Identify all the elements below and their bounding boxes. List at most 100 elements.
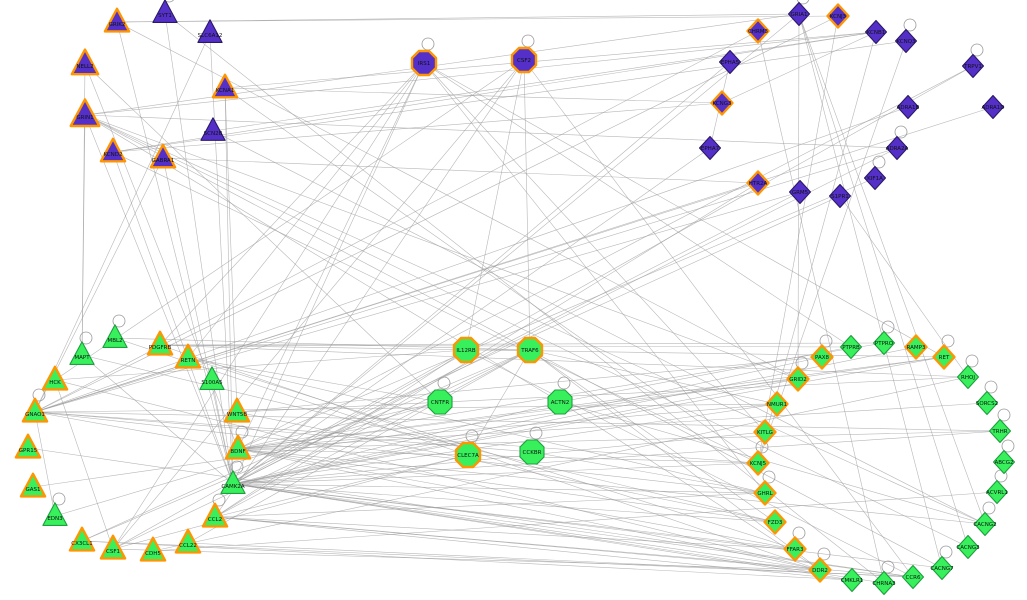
node-PTPRB[interactable] (839, 334, 863, 360)
node-WNT5B[interactable] (223, 397, 251, 423)
node-EDN3[interactable] (42, 502, 68, 526)
node-CACNG3[interactable] (956, 534, 980, 560)
node-TRPV1[interactable] (961, 53, 985, 79)
node-CACNG2[interactable] (973, 511, 997, 537)
edge-CAMK2A-KITLG (232, 431, 766, 485)
node-ADRA1B[interactable] (896, 94, 920, 120)
node-HCK[interactable] (41, 365, 69, 391)
self-loop-TRHR (997, 408, 1011, 422)
edge-SYT1-CAMK2A (164, 12, 234, 485)
node-MBL2[interactable] (102, 324, 128, 348)
edge-SCN2B-KCNB1 (212, 31, 877, 132)
node-GHRL[interactable] (753, 480, 777, 506)
node-GRM5[interactable] (788, 179, 812, 205)
node-ACTN2[interactable] (547, 389, 573, 415)
node-FZD3[interactable] (763, 509, 787, 535)
edge-CAMK2A-CCR6 (232, 483, 914, 578)
node-BDNF[interactable] (224, 434, 252, 460)
node-KITLG[interactable] (753, 419, 777, 445)
node-GABRA1[interactable] (149, 143, 177, 169)
edge-CAMK2A-DDR2 (232, 483, 821, 571)
edge-BDNF-KCNJ5 (237, 448, 759, 464)
self-loop-RHOJ (965, 354, 979, 368)
node-GRIN1[interactable] (69, 98, 101, 128)
node-GAS1[interactable] (19, 472, 47, 498)
node-RAMP3[interactable] (904, 334, 928, 360)
node-label-RHOJ: RHOJ (961, 375, 975, 381)
node-GRIK2[interactable] (103, 7, 131, 33)
node-CSF1[interactable] (99, 534, 127, 560)
self-loop-ABCG2 (1001, 439, 1015, 453)
self-loop-PAX8 (819, 334, 833, 348)
node-KIF1A[interactable] (863, 165, 887, 191)
node-label-NMUR1: NMUR1 (767, 402, 787, 408)
node-IL12RB[interactable] (452, 336, 480, 364)
self-loop-SYT1 (164, 0, 174, 3)
edge-HTR2A-CCL2 (214, 182, 759, 518)
node-PDGFRB[interactable] (146, 330, 174, 356)
node-KCND2[interactable] (99, 137, 127, 163)
node-FFAR3[interactable] (783, 536, 807, 562)
node-KCNA1[interactable] (211, 73, 239, 99)
edge-BDNF-SORCS2 (237, 402, 988, 450)
node-label-GRIN1: GRIN1 (76, 115, 93, 121)
node-CMKLR1[interactable] (840, 567, 864, 593)
node-label-SYT1: SYT1 (158, 13, 172, 19)
node-CCKBR[interactable] (519, 439, 545, 465)
node-RHOJ[interactable] (956, 364, 980, 390)
node-ABCG2[interactable] (992, 449, 1016, 475)
node-PAX8[interactable] (810, 344, 834, 370)
node-RET[interactable] (932, 344, 956, 370)
node-S1PR1[interactable] (828, 183, 852, 209)
node-CACNG7[interactable] (930, 555, 954, 581)
node-ACVRL1[interactable] (985, 479, 1009, 505)
node-GNAO1[interactable] (21, 397, 49, 423)
node-CCR6[interactable] (901, 564, 925, 590)
node-label-TRHR: TRHR (991, 429, 1007, 435)
edge-SCN2B-CACNG2 (212, 130, 986, 525)
edge-GNAO1-GHRL (34, 411, 766, 494)
node-label-EPHA7: EPHA7 (701, 146, 720, 152)
node-IRS1[interactable] (410, 49, 438, 77)
node-CCL22[interactable] (174, 528, 202, 554)
node-CCL2[interactable] (201, 502, 229, 528)
node-SCN2B[interactable] (200, 117, 226, 141)
node-TRHR[interactable] (988, 418, 1012, 444)
node-GRIA1[interactable] (787, 1, 811, 27)
node-KCNQ3[interactable] (894, 28, 918, 54)
node-CX3CL1[interactable] (68, 526, 96, 552)
node-label-HCK: HCK (49, 380, 61, 386)
self-loop-GRID2 (795, 356, 809, 370)
node-KCNJ3[interactable] (826, 3, 850, 29)
node-KCNG3[interactable] (710, 90, 734, 116)
node-CDH5[interactable] (139, 536, 167, 562)
node-TRAF6[interactable] (516, 336, 544, 364)
node-RETN[interactable] (174, 343, 202, 369)
edge-BDNF-DDR2 (237, 448, 821, 571)
node-SLC6A12[interactable] (197, 19, 223, 43)
node-label-CCL22: CCL22 (179, 543, 197, 549)
node-NMUR1[interactable] (765, 391, 789, 417)
node-DDR2[interactable] (808, 557, 832, 583)
node-KCNJ5[interactable] (746, 450, 770, 476)
node-GRID2[interactable] (786, 366, 810, 392)
node-ADRA2A[interactable] (885, 135, 909, 161)
node-NELL2[interactable] (70, 48, 100, 76)
node-CHRNA3[interactable] (872, 570, 896, 596)
node-S100A5[interactable] (199, 366, 225, 390)
node-CHRM3[interactable] (746, 18, 770, 44)
node-SORCS2[interactable] (975, 390, 999, 416)
node-CSF2[interactable] (510, 46, 538, 74)
node-KCNB1[interactable] (864, 19, 888, 45)
node-MAPT[interactable] (69, 341, 95, 365)
node-CLEC7A[interactable] (454, 441, 482, 469)
node-HTR2A[interactable] (746, 170, 770, 196)
node-ADRA1D[interactable] (981, 94, 1005, 120)
node-EPHA5[interactable] (718, 49, 742, 75)
node-SYT1[interactable] (152, 0, 178, 23)
node-EPHA7[interactable] (698, 135, 722, 161)
node-GPR15[interactable] (14, 433, 42, 459)
node-CAMK2A[interactable] (220, 470, 246, 494)
node-CNTFR[interactable] (427, 389, 453, 415)
node-PTPRO[interactable] (872, 330, 896, 356)
